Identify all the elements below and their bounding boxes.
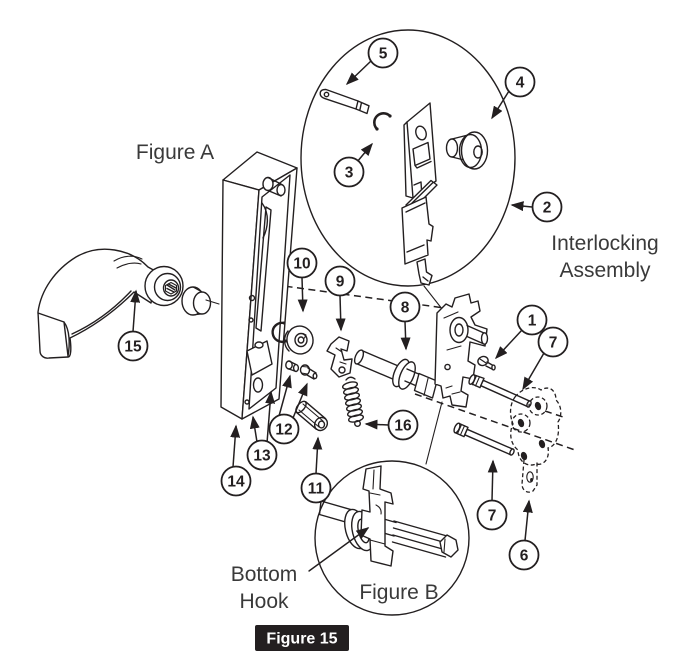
back-plate-part [509, 386, 562, 493]
callout-14-label: 14 [227, 474, 245, 491]
bolt-upper-part [468, 374, 532, 408]
callout-2-label: 2 [543, 200, 552, 217]
set-screws-part [285, 360, 318, 380]
interlocking-assembly-label-line1: Interlocking [551, 232, 658, 255]
callout-5: 5 [345, 37, 399, 86]
callout-15-label: 15 [124, 339, 142, 356]
callout-9: 9 [324, 265, 356, 332]
callout-16: 16 [364, 409, 419, 441]
callout-4: 4 [491, 66, 536, 120]
callout-4-label: 4 [516, 75, 525, 92]
latch-lever-part [326, 336, 353, 378]
knob-part [445, 131, 489, 170]
figure-caption-text: Figure 15 [266, 631, 337, 648]
callout-12: 12 [268, 374, 308, 445]
callout-11: 11 [300, 436, 332, 504]
callout-10-label: 10 [293, 256, 310, 273]
callout-7-lower-label: 7 [488, 508, 497, 525]
callout-14: 14 [220, 424, 252, 497]
interlocking-assembly-detail-circle [300, 29, 516, 315]
screw-part [477, 355, 496, 371]
trim-ring-part [181, 286, 220, 316]
callout-3-label: 3 [345, 165, 354, 182]
callout-5-label: 5 [379, 46, 388, 63]
bottom-hook-label-line2: Hook [239, 590, 289, 613]
callout-1: 1 [494, 304, 548, 360]
interlocking-assembly-label-line2: Assembly [559, 259, 651, 282]
callout-2: 2 [510, 191, 563, 223]
callout-8-label: 8 [401, 300, 410, 317]
figure-caption-box [255, 625, 349, 651]
callout-3: 3 [333, 142, 373, 188]
callout-15: 15 [117, 289, 149, 362]
callout-6-label: 6 [520, 548, 529, 565]
callout-13-label: 13 [253, 448, 271, 465]
spacer-part [295, 400, 329, 432]
lock-case-part [220, 151, 298, 420]
callout-1-label: 1 [528, 313, 537, 330]
callout-11-label: 11 [308, 481, 325, 498]
callout-6: 6 [508, 499, 540, 571]
interlock-bracket-part [425, 293, 489, 465]
callout-16-label: 16 [394, 418, 412, 435]
callout-9-label: 9 [336, 274, 345, 291]
callout-10: 10 [286, 247, 318, 313]
spring-part [341, 376, 365, 428]
spindle-part [353, 349, 438, 399]
callout-7-upper: 7 [522, 326, 569, 391]
figure-b-label: Figure B [359, 581, 438, 604]
bolt-lower-part [453, 422, 515, 456]
callout-12-label: 12 [275, 422, 292, 439]
bottom-hook-label-line1: Bottom [231, 563, 298, 586]
interlock-link-plates-part [401, 102, 438, 286]
washer-part [283, 325, 314, 355]
callout-7-lower: 7 [476, 459, 508, 531]
figure-caption: Figure 15 [255, 625, 349, 651]
bottom-hook-pointer [308, 527, 370, 572]
figure-a-label: Figure A [136, 141, 214, 164]
handle-part [37, 248, 184, 359]
callout-7-upper-label: 7 [549, 335, 558, 352]
pivot-pin-part [319, 88, 370, 115]
callout-13: 13 [246, 390, 278, 471]
callout-8: 8 [389, 291, 421, 351]
e-clip-part [373, 112, 392, 131]
